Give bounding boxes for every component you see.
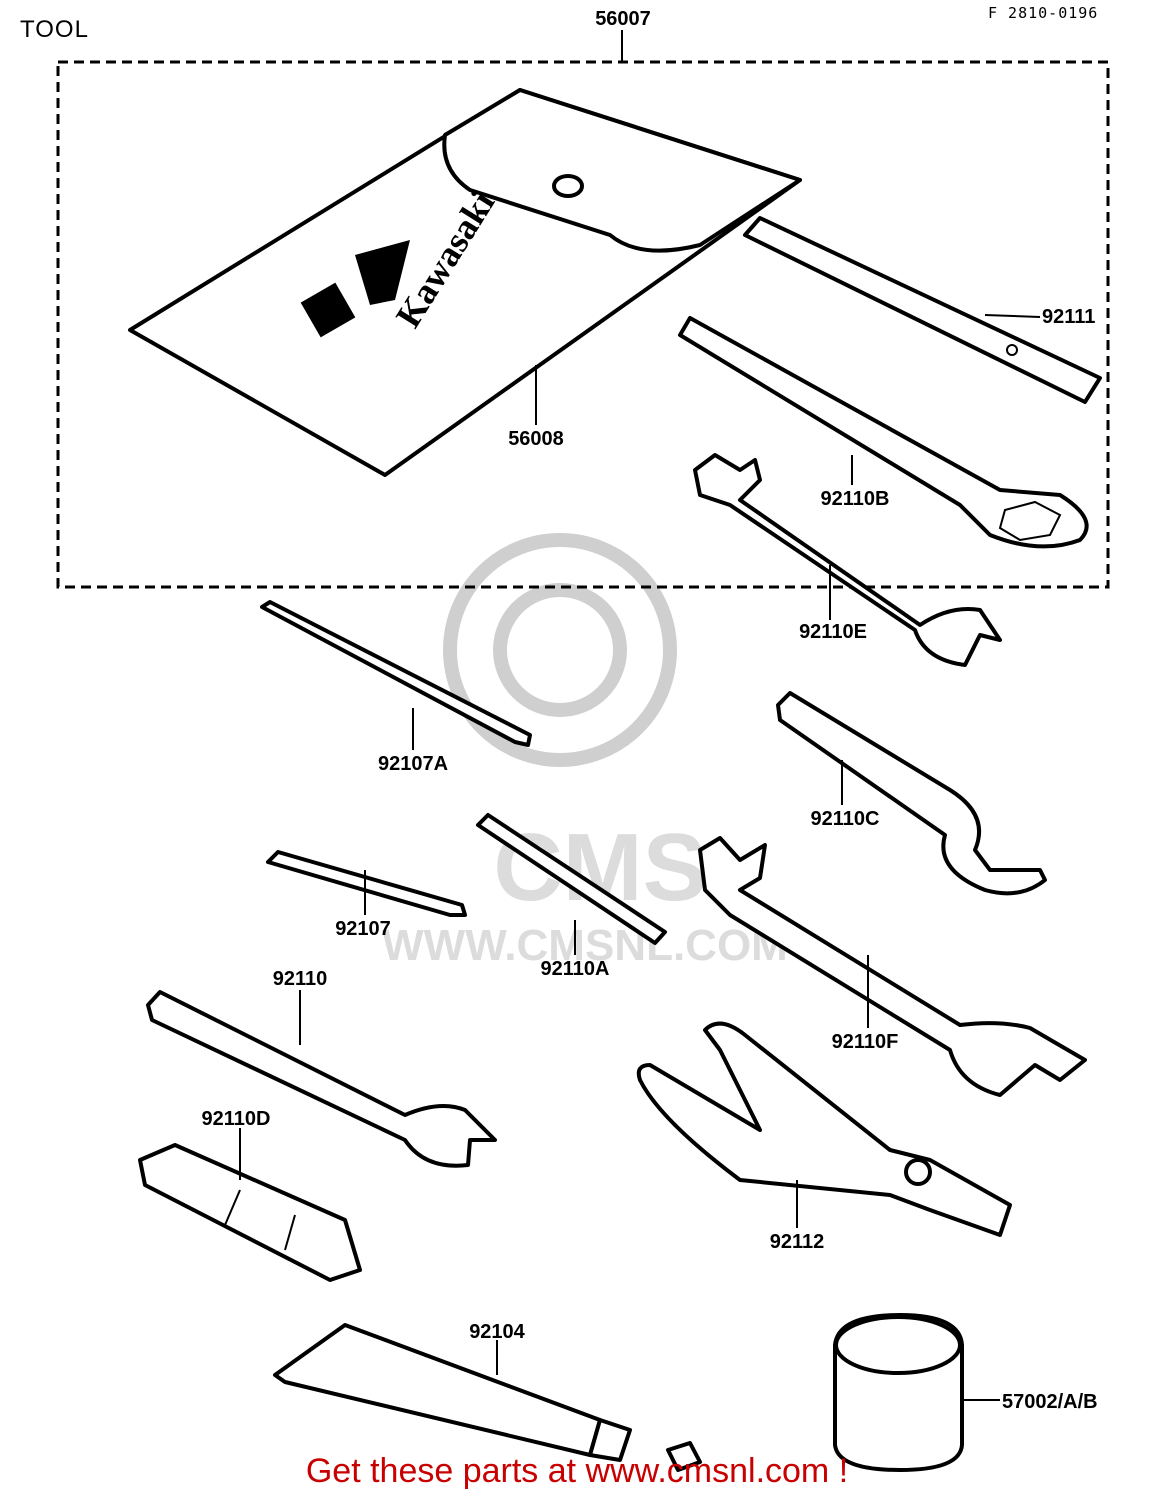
- part-label-92110: 92110: [273, 968, 328, 990]
- part-label-92107: 92107: [335, 918, 391, 940]
- part-label-92110E: 92110E: [799, 621, 867, 643]
- open-wrench-e: [693, 453, 1002, 667]
- watermark-url: WWW.CMSNL.COM: [382, 921, 788, 970]
- open-wrench: [146, 990, 497, 1168]
- bond-tube: [273, 1323, 702, 1472]
- plug-socket: [138, 1143, 362, 1282]
- part-label-92110A: 92110A: [541, 958, 610, 980]
- tool-pouch: Kawasaki: [128, 88, 802, 477]
- part-label-92110D: 92110D: [202, 1108, 271, 1130]
- screwdriver: [266, 850, 467, 917]
- footer-link[interactable]: Get these parts at www.cmsnl.com !: [305, 1452, 849, 1490]
- part-label-92104: 92104: [469, 1321, 525, 1343]
- open-wrench-f: [698, 836, 1087, 1097]
- flat-tool: [476, 813, 667, 945]
- box-wrench: [678, 316, 1089, 549]
- extension-bar: [743, 216, 1102, 404]
- pliers: [636, 1021, 1012, 1237]
- grease-can: [833, 1313, 964, 1472]
- part-label-57002: 57002/A/B: [1002, 1391, 1098, 1413]
- part-label-92112: 92112: [770, 1231, 825, 1253]
- part-label-92107A: 92107A: [378, 753, 448, 775]
- hook-spanner: [776, 691, 1047, 896]
- part-label-92111: 92111: [1042, 306, 1095, 328]
- watermark: CMS WWW.CMSNL.COM: [382, 533, 788, 970]
- kit-frame: [56, 60, 1110, 589]
- part-label-92110B: 92110B: [821, 488, 890, 510]
- part-label-56007: 56007: [595, 8, 651, 30]
- screwdriver-a: [260, 600, 532, 747]
- part-label-92110C: 92110C: [811, 808, 880, 830]
- part-label-92110F: 92110F: [832, 1031, 899, 1053]
- part-label-56008: 56008: [508, 428, 564, 450]
- page-title: TOOL: [20, 16, 89, 43]
- drawing-code: F 2810-0196: [988, 4, 1099, 22]
